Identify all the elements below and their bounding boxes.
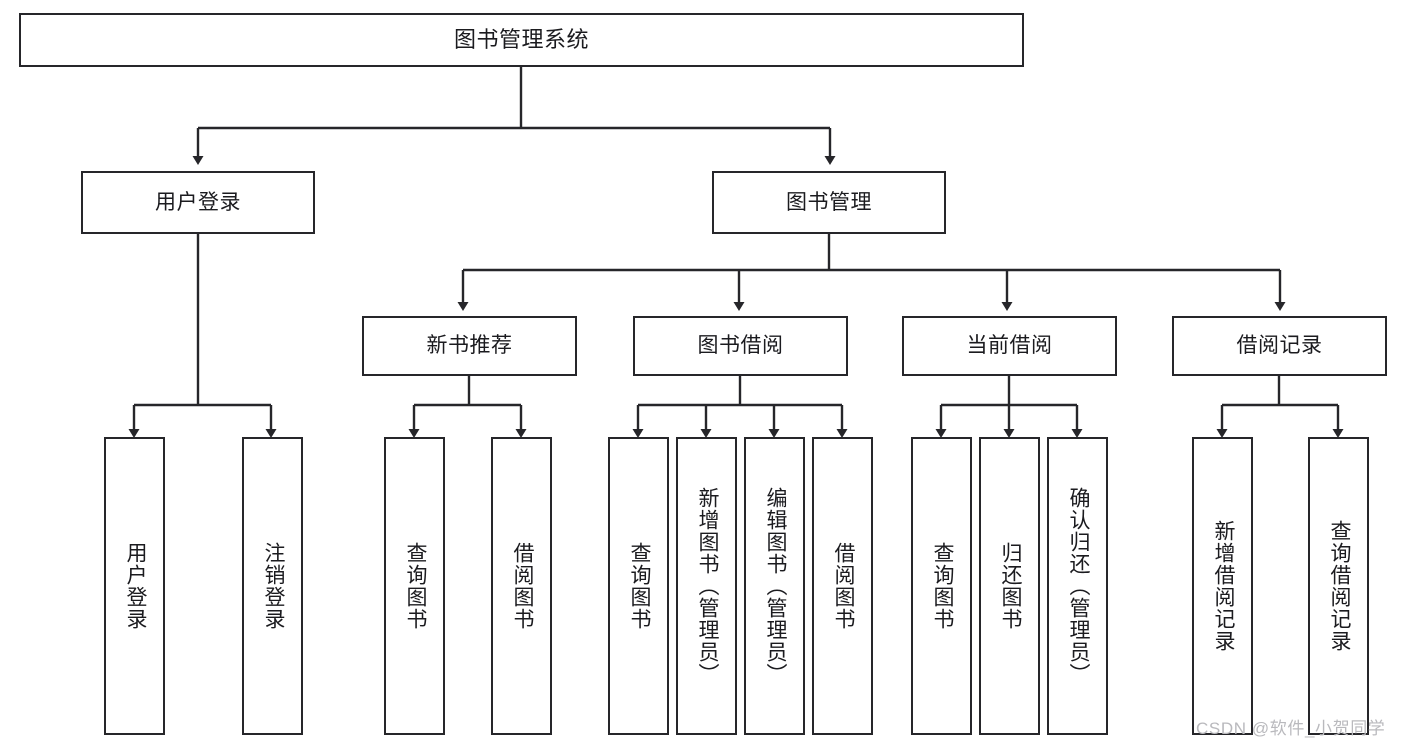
node-root[interactable]: 图书管理系统 bbox=[19, 13, 1024, 67]
node-current-borrow[interactable]: 当前借阅 bbox=[902, 316, 1117, 376]
leaf-query-borrow-record-label: 查询借阅记录 bbox=[1327, 520, 1351, 652]
node-book-manage-label: 图书管理 bbox=[786, 190, 872, 214]
node-new-book-rec[interactable]: 新书推荐 bbox=[362, 316, 577, 376]
leaf-edit-book-admin-label: 编辑图书（管理员） bbox=[763, 487, 787, 685]
node-borrow-record[interactable]: 借阅记录 bbox=[1172, 316, 1387, 376]
leaf-add-borrow-record[interactable]: 新增借阅记录 bbox=[1192, 437, 1253, 735]
leaf-query-book-new-rec[interactable]: 查询图书 bbox=[384, 437, 445, 735]
leaf-borrow-book-borrow[interactable]: 借阅图书 bbox=[812, 437, 873, 735]
node-user-login[interactable]: 用户登录 bbox=[81, 171, 315, 234]
node-root-label: 图书管理系统 bbox=[453, 26, 589, 52]
node-user-login-label: 用户登录 bbox=[155, 190, 241, 214]
node-current-borrow-label: 当前借阅 bbox=[966, 334, 1053, 358]
leaf-query-borrow-record[interactable]: 查询借阅记录 bbox=[1308, 437, 1369, 735]
leaf-add-book-admin[interactable]: 新增图书（管理员） bbox=[676, 437, 737, 735]
leaf-borrow-book-new-rec[interactable]: 借阅图书 bbox=[491, 437, 552, 735]
leaf-logout-login-label: 注销登录 bbox=[261, 542, 285, 630]
leaf-query-book-current-label: 查询图书 bbox=[930, 542, 954, 630]
leaf-query-book-borrow-label: 查询图书 bbox=[627, 542, 651, 630]
leaf-borrow-book-borrow-label: 借阅图书 bbox=[831, 542, 855, 630]
leaf-add-borrow-record-label: 新增借阅记录 bbox=[1211, 520, 1235, 652]
leaf-query-book-new-rec-label: 查询图书 bbox=[403, 542, 427, 630]
node-new-book-rec-label: 新书推荐 bbox=[426, 334, 513, 358]
node-book-borrow[interactable]: 图书借阅 bbox=[633, 316, 848, 376]
node-book-manage[interactable]: 图书管理 bbox=[712, 171, 946, 234]
leaf-logout-login[interactable]: 注销登录 bbox=[242, 437, 303, 735]
leaf-confirm-return-admin[interactable]: 确认归还（管理员） bbox=[1047, 437, 1108, 735]
leaf-return-book-label: 归还图书 bbox=[998, 542, 1022, 630]
leaf-query-book-current[interactable]: 查询图书 bbox=[911, 437, 972, 735]
leaf-add-book-admin-label: 新增图书（管理员） bbox=[695, 487, 719, 685]
csdn-watermark: CSDN @软件_小贺同学 bbox=[1196, 719, 1386, 738]
leaf-query-book-borrow[interactable]: 查询图书 bbox=[608, 437, 669, 735]
leaf-confirm-return-admin-label: 确认归还（管理员） bbox=[1066, 487, 1090, 685]
leaf-edit-book-admin[interactable]: 编辑图书（管理员） bbox=[744, 437, 805, 735]
leaf-borrow-book-new-rec-label: 借阅图书 bbox=[510, 542, 534, 630]
leaf-user-login-label: 用户登录 bbox=[123, 542, 147, 630]
leaf-return-book[interactable]: 归还图书 bbox=[979, 437, 1040, 735]
node-book-borrow-label: 图书借阅 bbox=[697, 334, 784, 358]
leaf-user-login[interactable]: 用户登录 bbox=[104, 437, 165, 735]
node-borrow-record-label: 借阅记录 bbox=[1236, 334, 1323, 358]
